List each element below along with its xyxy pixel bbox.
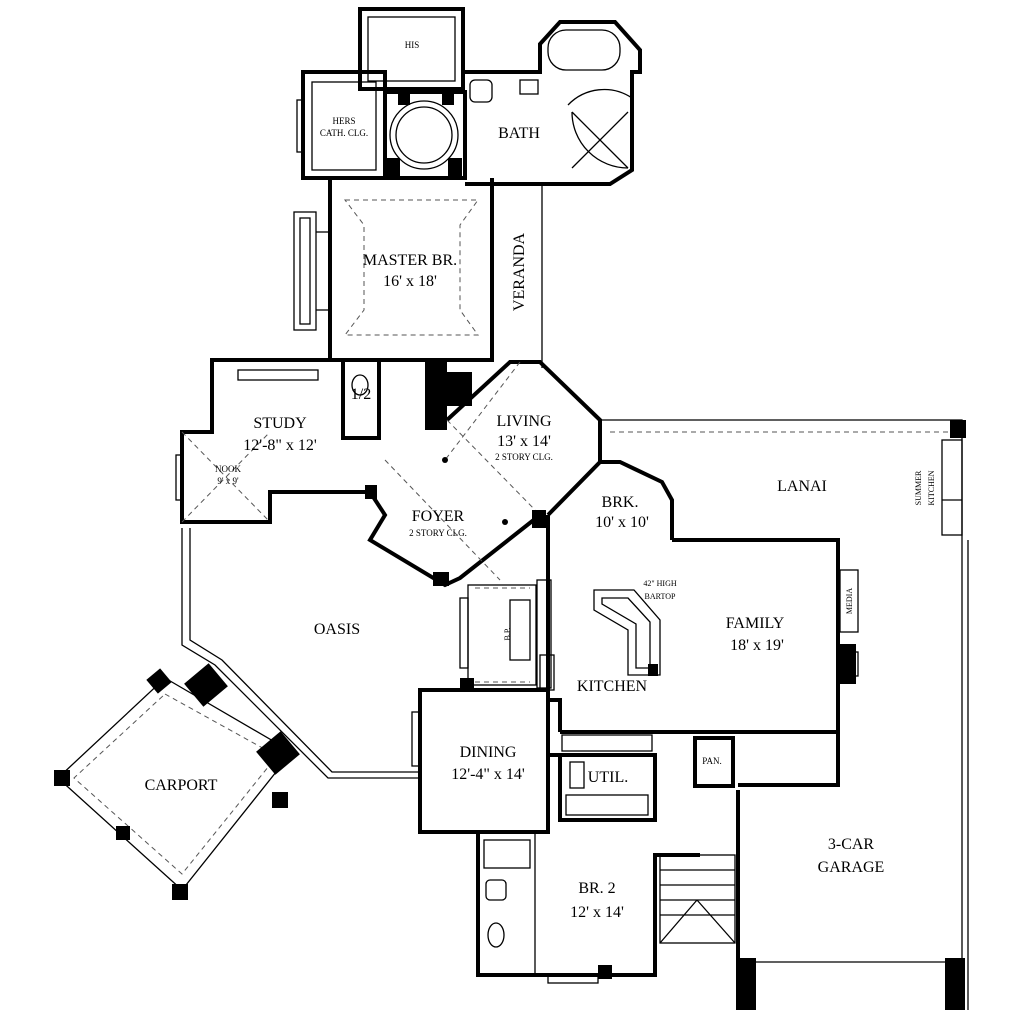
garage-label-2: GARAGE [818,859,885,876]
nook-size: 9' x 9' [217,476,239,486]
bedroom-2-size: 12' x 14' [570,904,624,921]
his-closet [358,7,465,91]
breakfast-size: 10' x 10' [595,514,649,531]
summer-kitchen-label-1: SUMMER [914,470,923,505]
garage-label-1: 3-CAR [828,836,875,853]
bedroom-2-label: BR. 2 [578,880,615,897]
rotunda [383,90,467,180]
dining-room-size: 12'-4" x 14' [451,766,525,783]
study-label: STUDY [253,415,307,432]
family-room-label: FAMILY [726,615,785,632]
lanai-label: LANAI [777,478,827,495]
kitchen [536,515,661,732]
pantry-label: PAN. [702,756,721,766]
family-room [560,538,859,734]
master-bedroom-size: 16' x 18' [383,273,437,290]
living-room-size: 13' x 14' [497,433,551,450]
media-label: MEDIA [845,588,854,614]
hers-ceiling-label: CATH. CLG. [320,128,368,138]
living-ceiling-note: 2 STORY CLG. [495,452,553,462]
half-bath-label: 1/2 [351,386,371,403]
living-room [444,360,602,517]
butler-pantry [459,584,537,690]
butler-pantry-label: B.P. [503,628,512,641]
family-room-size: 18' x 19' [730,637,784,654]
breakfast [600,460,674,540]
study-size: 12'-8" x 12' [243,437,317,454]
utility-room [548,734,657,822]
master-bedroom [293,178,494,362]
garage [736,540,969,1010]
bath-label: BATH [498,125,540,142]
carport-label: CARPORT [145,777,218,794]
breakfast-label: BRK. [602,494,639,511]
carport [54,663,300,900]
half-bath [341,358,472,440]
living-room-label: LIVING [496,413,552,430]
summer-kitchen-label-2: KITCHEN [927,470,936,505]
dining-room-label: DINING [460,744,517,761]
pantry [693,736,735,788]
kitchen-label: KITCHEN [577,678,648,695]
master-bedroom-label: MASTER BR. [363,252,457,269]
stairs [659,854,736,944]
veranda-label: VERANDA [511,232,528,311]
oasis [181,528,418,779]
hers-closet-label: HERS [332,116,355,126]
bartop-label-2: BARTOP [645,592,676,601]
veranda [492,183,543,368]
oasis-label: OASIS [314,621,360,638]
study [175,358,370,524]
his-closet-label: HIS [405,40,420,50]
foyer-label: FOYER [412,508,465,525]
dining-room [411,688,550,834]
lanai [600,419,966,540]
bartop-label-1: 42" HIGH [643,579,676,588]
utility-label: UTIL. [588,769,628,786]
nook-label: NOOK [215,464,241,474]
bath [465,20,642,186]
foyer-ceiling-note: 2 STORY CLG. [409,528,467,538]
foyer [365,457,546,588]
